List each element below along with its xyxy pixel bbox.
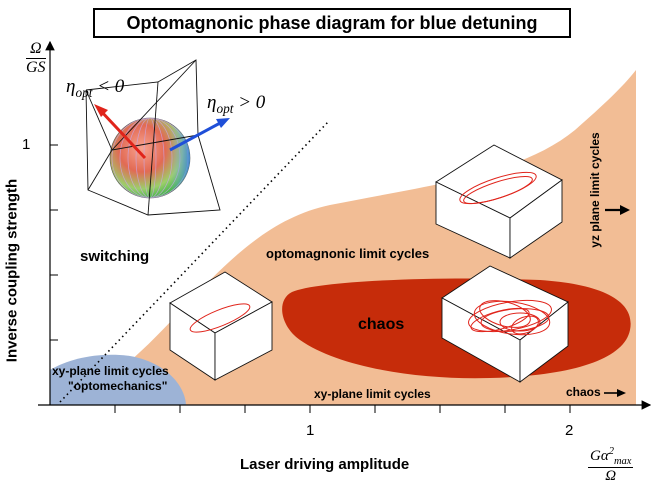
eta-positive-label: ηopt > 0 [207, 92, 266, 116]
eta-positive-arrow-icon [169, 118, 230, 152]
optomechanics-region [50, 354, 186, 405]
xy-plane-label: xy-plane limit cycles [314, 387, 431, 401]
optomagnonic-label: optomagnonic limit cycles [266, 246, 430, 261]
yz-plane-arrow-icon [605, 205, 630, 215]
x-tick-2: 2 [565, 422, 574, 439]
page-title: Optomagnonic phase diagram for blue detu… [93, 8, 571, 38]
box-3d-icon [441, 265, 569, 383]
y-axis-label: Inverse coupling strength [3, 178, 21, 363]
x-axis-unit: Gα2max Ω [588, 446, 634, 484]
switching-label: switching [80, 248, 150, 265]
x-axis-label: Laser driving amplitude [240, 456, 410, 473]
eta-negative-arrow-icon [94, 104, 147, 160]
chaos-arrow-icon [604, 389, 626, 397]
chaos-label: chaos [358, 316, 405, 333]
y-axis-unit: Ω GS [26, 40, 46, 76]
x-tick-1: 1 [306, 422, 315, 439]
chaos-arrow-label: chaos [566, 385, 601, 399]
box-3d-icon [435, 144, 563, 259]
yz-plane-label: yz plane limit cycles [588, 132, 602, 248]
y-tick-1: 1 [22, 136, 31, 153]
eta-negative-label: ηopt < 0 [66, 76, 125, 100]
y-ticks [50, 144, 58, 341]
optomechanics-label-1: xy-plane limit cycles [52, 364, 169, 378]
x-ticks [114, 405, 571, 413]
box-3d-icon [169, 271, 273, 381]
optomechanics-label-2: "optomechanics" [68, 379, 168, 393]
